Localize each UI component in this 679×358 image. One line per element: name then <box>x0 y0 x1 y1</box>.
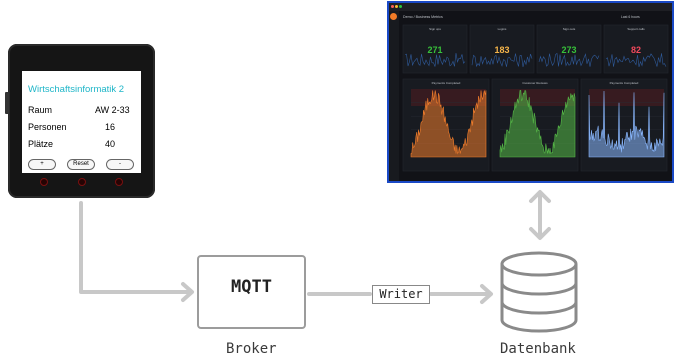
stat-value: 273 <box>561 45 577 55</box>
database-caption: Datenbank <box>500 341 576 357</box>
stat-title: Support calls <box>627 27 645 31</box>
stat-value: 271 <box>427 45 443 55</box>
writer-label: Writer <box>372 285 430 304</box>
broker-caption: Broker <box>226 341 277 357</box>
up-arrowhead <box>529 190 551 203</box>
grafana-dashboard: Demo / Business Metrics Last 6 hours Sig… <box>389 3 672 181</box>
dashboard-sidenav <box>389 11 399 181</box>
stat-title: Sign outs <box>562 27 576 31</box>
down-arrowhead <box>529 227 551 240</box>
grafana-logo-icon <box>390 13 397 20</box>
dashboard-breadcrumb[interactable]: Demo / Business Metrics <box>403 15 443 19</box>
chart-title: Payments Completed <box>431 81 461 85</box>
database-icon <box>500 251 578 333</box>
chart-title: Payments Completed <box>609 81 639 85</box>
personen-label: Personen <box>28 122 67 132</box>
hardware-button-c[interactable] <box>115 178 123 186</box>
plaetze-value: 40 <box>105 139 116 149</box>
stat-sparkline <box>605 53 667 67</box>
chart-series-area <box>499 89 576 158</box>
reset-button[interactable]: Reset <box>67 159 95 170</box>
stat-title: Sign ups <box>429 27 441 31</box>
iot-device: Wirtschaftsinformatik 2 Raum AW 2-33 Per… <box>5 44 155 198</box>
hardware-button-a[interactable] <box>40 178 48 186</box>
stat-title: Logins <box>497 27 507 31</box>
minus-button[interactable]: - <box>106 159 134 170</box>
mqtt-label: MQTT <box>231 277 272 297</box>
chart-series-area <box>410 90 487 158</box>
chart-series-area <box>588 90 665 158</box>
stat-sparkline <box>471 53 533 68</box>
stat-sparkline <box>538 52 600 67</box>
dashboard-topbar <box>389 3 672 11</box>
plus-button[interactable]: + <box>28 159 56 170</box>
chart-title: Customer Reviews <box>522 81 548 85</box>
raum-label: Raum <box>28 105 53 115</box>
time-picker[interactable]: Last 6 hours <box>621 15 640 19</box>
raum-value: AW 2-33 <box>95 105 130 115</box>
stat-value: 183 <box>494 45 510 55</box>
hardware-button-b[interactable] <box>78 178 86 186</box>
broker-arrowhead <box>181 282 194 302</box>
stat-value: 82 <box>630 45 641 55</box>
device-side-button <box>5 92 9 114</box>
room-title: Wirtschaftsinformatik 2 <box>28 84 125 95</box>
stat-sparkline <box>404 52 466 67</box>
mqtt-broker-box <box>197 255 306 329</box>
device-screen: Wirtschaftsinformatik 2 Raum AW 2-33 Per… <box>22 71 141 173</box>
plaetze-label: Plätze <box>28 139 54 149</box>
device-to-broker-line <box>79 201 192 294</box>
db-arrowhead <box>480 284 493 304</box>
dashboard-panels-svg <box>402 24 669 172</box>
personen-value: 16 <box>105 122 116 132</box>
